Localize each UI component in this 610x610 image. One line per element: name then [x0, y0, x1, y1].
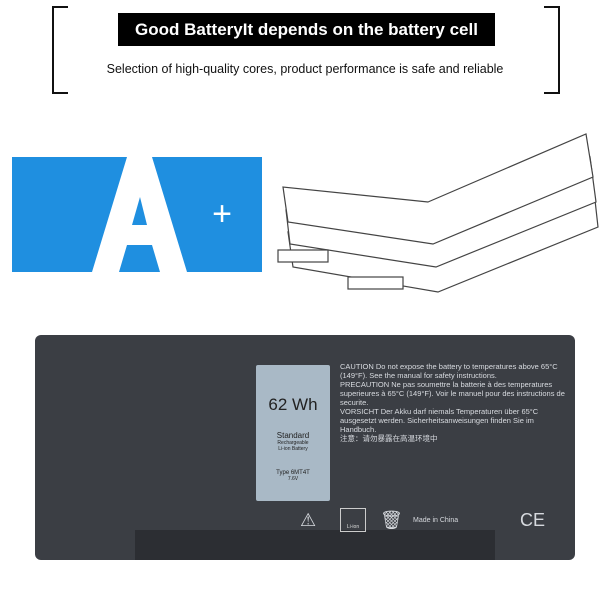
subheadline: Selection of high-quality cores, product… — [106, 62, 504, 76]
made-in: Made in China — [413, 517, 459, 524]
weee-bin-icon: 🗑 — [380, 510, 403, 530]
right-bracket — [544, 6, 560, 94]
headline: Good BatteryIt depends on the battery ce… — [118, 13, 495, 46]
left-bracket — [52, 6, 68, 94]
grade-badge: + A — [12, 157, 262, 272]
recycle-icon: Li-ion — [340, 508, 366, 532]
svg-text:+: + — [212, 195, 232, 233]
model: Type 6MT4T — [276, 470, 310, 476]
type-line: Standard — [276, 431, 310, 440]
capacity: 62 Wh — [268, 395, 318, 414]
a-plus-icon: + — [92, 157, 232, 272]
type-line: Li-ion Battery — [278, 446, 308, 452]
ce-mark: CE — [520, 510, 546, 530]
warning-icon: ⚠ — [300, 510, 317, 530]
warning-text: CAUTION Do not expose the battery to tem… — [340, 362, 565, 443]
voltage: 7.6V — [287, 476, 299, 482]
battery-cells-illustration — [277, 133, 599, 293]
battery-label: 62 Wh Standard Rechargeable Li-ion Batte… — [256, 365, 330, 501]
type-line: Rechargeable — [277, 440, 309, 446]
